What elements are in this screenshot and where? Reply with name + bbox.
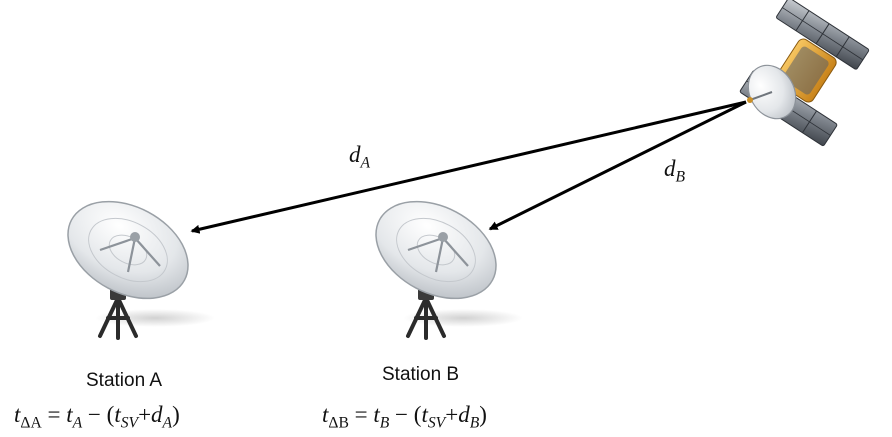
- eq-a-t-sub: A: [72, 414, 83, 432]
- station-b-label: Station B: [382, 364, 460, 385]
- distance-a-base: d: [349, 142, 361, 167]
- eq-a-sv-sub: SV: [120, 414, 139, 432]
- eq-a-lhs-base: t: [14, 402, 21, 427]
- eq-a-t-base: t: [66, 402, 73, 427]
- distance-label-b: dB: [664, 156, 686, 186]
- eq-a-close-paren: ): [172, 402, 180, 427]
- arrow-to-station-b: [488, 100, 747, 231]
- eq-a-d-base: d: [151, 402, 163, 427]
- eq-b-d-base: d: [458, 402, 470, 427]
- distance-b-base: d: [664, 156, 676, 181]
- eq-a-equals: =: [47, 402, 61, 427]
- eq-b-sv-base: t: [421, 402, 428, 427]
- station-b-equation: tΔB = tB − (tSV+dB): [322, 402, 487, 432]
- eq-b-d-sub: B: [469, 414, 480, 432]
- eq-a-plus: +: [138, 402, 152, 427]
- distance-a-sub: A: [360, 154, 371, 172]
- eq-a-d-sub: A: [162, 414, 173, 432]
- distance-b-sub: B: [675, 168, 686, 186]
- eq-a-open-paren: (: [106, 402, 115, 427]
- eq-b-t-sub: B: [379, 414, 390, 432]
- eq-a-sv-base: t: [114, 402, 121, 427]
- eq-a-lhs-sub: ΔA: [20, 414, 42, 432]
- station-b-dish-icon: [375, 200, 523, 340]
- distance-label-a: dA: [349, 142, 371, 172]
- eq-b-plus: +: [445, 402, 459, 427]
- arrow-to-station-a: [190, 100, 747, 234]
- satellite-icon: [739, 0, 870, 147]
- eq-b-equals: =: [354, 402, 368, 427]
- station-a-dish-icon: [67, 200, 215, 340]
- eq-b-minus: −: [395, 402, 409, 427]
- eq-b-sv-sub: SV: [427, 414, 446, 432]
- eq-b-t-base: t: [373, 402, 380, 427]
- eq-b-close-paren: ): [479, 402, 487, 427]
- eq-a-minus: −: [87, 402, 101, 427]
- eq-b-lhs-base: t: [322, 402, 329, 427]
- station-a-label: Station A: [86, 370, 163, 391]
- eq-b-lhs-sub: ΔB: [328, 414, 349, 432]
- eq-b-open-paren: (: [413, 402, 422, 427]
- station-a-equation: tΔA = tA − (tSV+dA): [14, 402, 180, 432]
